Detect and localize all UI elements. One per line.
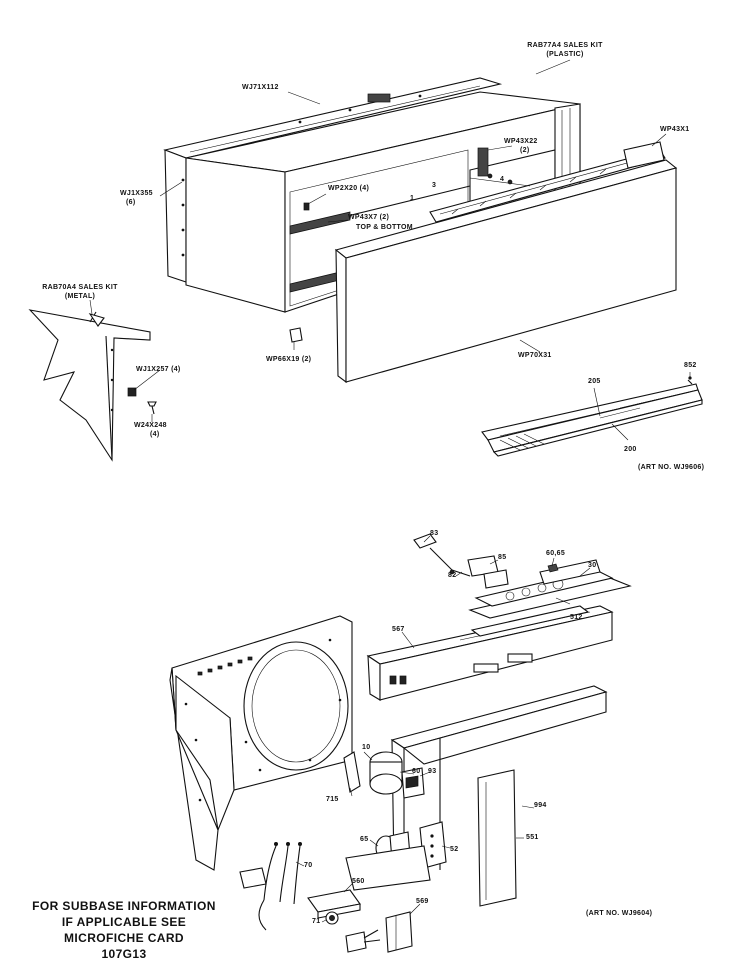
switch-cluster [413, 533, 509, 589]
callout-10: 10 [362, 744, 371, 751]
capacitor-relay [343, 751, 425, 799]
base-rail-assembly [481, 376, 703, 457]
flange-holes [181, 94, 422, 257]
callout-wj1x355: WJ1X355 [120, 190, 153, 197]
callout-52: 52 [450, 846, 459, 853]
callout-rab77a4-sales-kit: RAB77A4 SALES KIT [527, 42, 603, 49]
callout-wp43x22-qty: (2) [520, 147, 530, 154]
cover-plate-551 [477, 769, 517, 907]
callout-w24x248: W24X248 [134, 422, 167, 429]
callout-82: 82 [448, 572, 457, 579]
callout-551: 551 [526, 834, 539, 841]
callout-567: 567 [392, 626, 405, 633]
note-line-4: 107G13 [101, 947, 147, 961]
leader-lines [89, 59, 691, 923]
callout-85: 85 [498, 554, 507, 561]
callout-wp66x19: WP66X19 (2) [266, 356, 312, 363]
connector-small [345, 929, 381, 953]
fan-shroud-bulkhead [169, 615, 353, 871]
callout-93: 93 [428, 768, 437, 775]
callout-metal: (METAL) [64, 293, 96, 300]
callout-rab70a4-sales-kit: RAB70A4 SALES KIT [42, 284, 118, 291]
wp66x19-foot [289, 327, 303, 343]
callout-715: 715 [326, 796, 339, 803]
callout-w24x248-qty: (4) [150, 431, 160, 438]
callout-3: 3 [432, 182, 437, 189]
art-number-lower: (ART NO. WJ9604) [586, 910, 653, 917]
callout-60-65: 60,65 [546, 550, 566, 557]
callout-wp43x7: WP43X7 (2) [348, 214, 390, 221]
note-line-2: IF APPLICABLE SEE [61, 915, 187, 929]
note-line-3: MICROFICHE CARD [64, 931, 184, 945]
callout-200: 200 [624, 446, 637, 453]
callout-plastic: (PLASTIC) [546, 51, 584, 58]
rail-slots [499, 391, 691, 451]
callout-wj1x257: WJ1X257 (4) [136, 366, 181, 373]
callout-top-bottom: TOP & BOTTOM [356, 224, 413, 231]
bulkhead-holes [184, 638, 342, 802]
callout-wp43x1: WP43X1 [660, 126, 690, 133]
motor-terminal-block [345, 821, 447, 891]
callout-60: 60 [412, 768, 421, 775]
callout-wp70x31: WP70X31 [518, 352, 552, 359]
callout-wj1x355-qty: (6) [126, 199, 136, 206]
callout-wj71x112: WJ71X112 [242, 84, 279, 91]
note-line-1: FOR SUBBASE INFORMATION [32, 899, 216, 913]
subbase-info-note: FOR SUBBASE INFORMATION IF APPLICABLE SE… [24, 898, 224, 962]
callout-1: 1 [410, 195, 415, 202]
callout-65: 65 [360, 836, 369, 843]
callout-30: 30 [588, 562, 597, 569]
callout-512: 512 [570, 614, 583, 621]
art-number-upper: (ART NO. WJ9606) [638, 464, 705, 471]
control-knobs [505, 578, 564, 601]
callout-wp2x20: WP2X20 (4) [328, 185, 370, 192]
front-panel-cover [334, 159, 678, 384]
callout-83: 83 [430, 530, 439, 537]
callout-4: 4 [500, 176, 505, 183]
bracket-569 [385, 911, 413, 953]
small-fasteners [127, 387, 157, 415]
callout-852: 852 [684, 362, 697, 369]
control-panel-faceplate [468, 559, 632, 637]
callout-71: 71 [312, 918, 321, 925]
rab70a4-metal-bracket [28, 309, 151, 462]
callout-569: 569 [416, 898, 429, 905]
callout-70: 70 [304, 862, 313, 869]
callout-205: 205 [588, 378, 601, 385]
callout-560: 560 [352, 878, 365, 885]
callout-994: 994 [534, 802, 547, 809]
power-cord-70 [239, 842, 302, 931]
grommet-71 [325, 911, 339, 925]
callout-wp43x22: WP43X22 [504, 138, 538, 145]
